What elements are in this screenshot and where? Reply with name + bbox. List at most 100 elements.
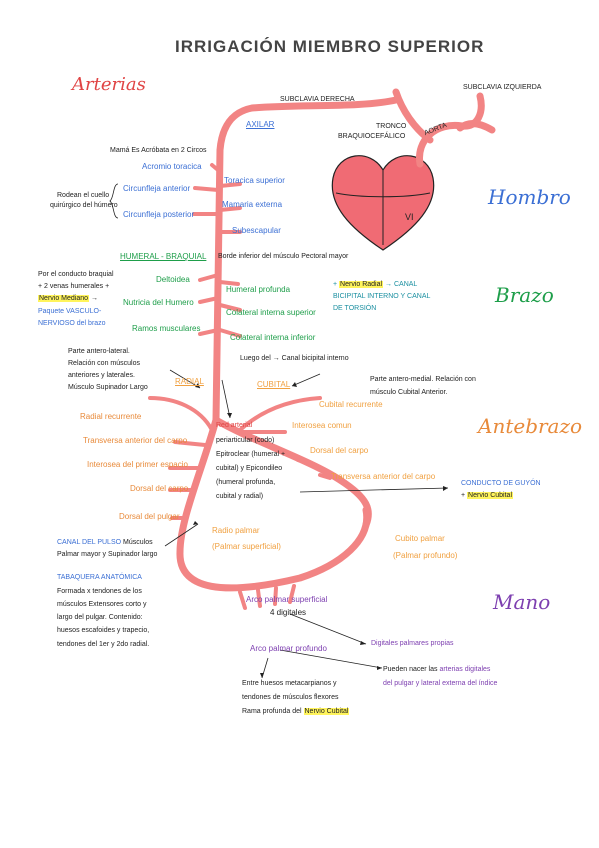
humeral-profunda-branch [218,280,240,286]
label-dorsal-pulgar: Dorsal del pulgar [119,512,180,521]
colateral-inf-branch [218,328,242,338]
toracica-superior-branch [218,182,242,188]
note-radial-parte-4: Músculo Supinador Largo [68,384,148,391]
circunfleja-anterior-branch [193,186,220,192]
note-tab-5: tendones del 1er y 2do radial. [57,641,150,648]
note-canal-pulso-rest: Músculos [123,539,153,546]
note-tab-1: Formada x tendones de los [57,588,142,595]
colateral-sup-branch [218,303,242,312]
note-rama-row: Rama profunda del Nervio Cubital [242,708,350,715]
note-entre-1: Entre huesos metacarpianos y [242,680,337,687]
label-palmar-profundo-paren: (Palmar profundo) [393,551,458,560]
note-paquete-1: Paquete VASCULO- [38,308,102,315]
label-dorsal-carpo-left: Dorsal del carpo [130,484,189,493]
note-nervio-cubital-1: Nervio Cubital [467,492,514,499]
label-dorsal-carpo-right: Dorsal del carpo [310,446,369,455]
note-nervio-radial: Nervio Radial [339,281,384,288]
arrow-canal-pulso [164,523,199,547]
note-guyon-nervio-row: + Nervio Cubital [461,492,514,499]
label-digitales-propias: Digitales palmares propias [371,640,454,647]
digitales-branches [238,584,296,610]
label-palmar-superficial-paren: (Palmar superficial) [212,542,281,551]
section-hombro: Hombro [488,185,571,209]
note-canal-3: DE TORSIÓN [333,305,377,312]
note-cubital-parte-2: músculo Cubital Anterior. [370,389,448,396]
label-circunfleja-posterior: Circunfleja posterior [123,210,195,219]
arrow-cubital [291,373,321,387]
note-red-1: periarticular (codo) [216,437,275,444]
note-tabaquera: TABAQUERA ANATÓMICA [57,574,142,581]
note-luego-del: Luego del [240,355,271,362]
note-red-2: Epitroclear (humeral + [216,451,286,458]
note-canal-pulso-2: Palmar mayor y Supinador largo [57,551,158,558]
arrow-profundo [279,649,383,669]
note-mama: Mamá Es Acróbata en 2 Circos [110,147,207,154]
note-pueden-1: Pueden nacer las [383,666,438,673]
label-transversa-carpo: Transversa anterior del carpo [83,436,188,445]
note-canal-bicipital: Canal bicipital interno [281,355,349,362]
label-acromio-toracica: Acromio toracica [142,162,202,171]
section-mano: Mano [493,590,551,614]
acromio-toracica-branch [210,163,220,172]
note-red-3: cubital) y Epicondileo [216,465,283,472]
label-subescapular: Subescapular [232,226,281,235]
note-canal-2: BICIPITAL INTERNO Y CANAL [333,293,431,300]
arrow-radial [169,369,201,389]
note-borde-inferior: Borde inferior del músculo Pectoral mayo… [218,253,349,260]
left-subclavian-trunk [456,120,496,134]
note-red-5: cubital y radial) [216,493,264,500]
note-tab-2: músculos Extensores corto y [57,601,147,608]
label-tronco: TRONCO [376,123,407,130]
arrow-red-arterial [221,379,231,419]
radial-artery-line [176,416,371,592]
note-canal-1: CANAL [393,281,418,288]
label-interosea-comun: Interosea comun [292,421,352,430]
brace [109,183,119,219]
page-title: IRRIGACIÓN MIEMBRO SUPERIOR [175,37,485,56]
arrow-digitales [289,613,367,645]
note-radial-parte-1: Parte antero-lateral. [68,348,130,355]
ulnar-artery-line [212,416,372,529]
note-red-4: (humeral profunda, [216,479,276,486]
label-circunfleja-anterior: Circunfleja anterior [123,184,191,193]
ramos-branch [198,328,220,336]
label-digitales-4: 4 digitales [270,608,307,617]
label-vi: VI [405,212,414,222]
note-luego-row: Luego del → Canal bicipital interno [240,355,349,362]
note-pueden-3: del pulgar y lateral externa del índice [383,680,498,687]
note-mediano-row: Nervio Mediano → [38,295,98,302]
label-cubital-recurrente: Cubital recurrente [319,400,383,409]
label-deltoidea: Deltoidea [156,275,190,284]
cubital-recurrente-branch [238,396,322,432]
note-entre-2: tendones de músculos flexores [242,694,339,701]
note-tab-3: largo del pulgar. Contenido: [57,614,143,621]
label-nutricia: Nutricia del Humero [123,298,194,307]
label-transversa-carpo-right: Transversa anterior del carpo [331,472,436,481]
label-cubital: CUBITAL [257,380,291,389]
radial-recurrente-branch [148,396,214,432]
label-subclavia-izquierda: SUBCLAVIA IZQUIERDA [463,84,542,91]
section-brazo: Brazo [495,283,554,307]
note-pueden-row: Pueden nacer las arterias digitales [383,666,490,673]
transv-r-branch [318,473,332,480]
note-pueden-2: arterias digitales [439,666,491,673]
brachiocephalic-trunk [392,88,434,144]
section-arterias: Arterias [72,74,146,95]
label-mamaria-externa: Mamaria externa [222,200,283,209]
label-subclavia-derecha: SUBCLAVIA DERECHA [280,96,355,103]
arrow-guyon [299,487,449,493]
label-radio-palmar: Radio palmar [212,526,260,535]
note-canal-pulso: CANAL DEL PULSO [57,539,122,546]
note-conducto-guyon: CONDUCTO DE GUYÓN [461,480,541,487]
label-humeral-braquial: HUMERAL - BRAQUIAL [120,252,207,261]
note-red-arterial: Red arterial [216,422,253,429]
label-radial-recurrente: Radial recurrente [80,412,142,421]
note-radial-parte-3: anteriores y laterales. [68,372,135,379]
label-toracica-superior: Toracica superior [224,176,285,185]
note-radial-parte-2: Relación con músculos [68,360,140,367]
right-subclavian [212,96,400,424]
dorsal-carpo-r-branch [296,458,310,464]
label-axilar: AXILAR [246,120,275,129]
